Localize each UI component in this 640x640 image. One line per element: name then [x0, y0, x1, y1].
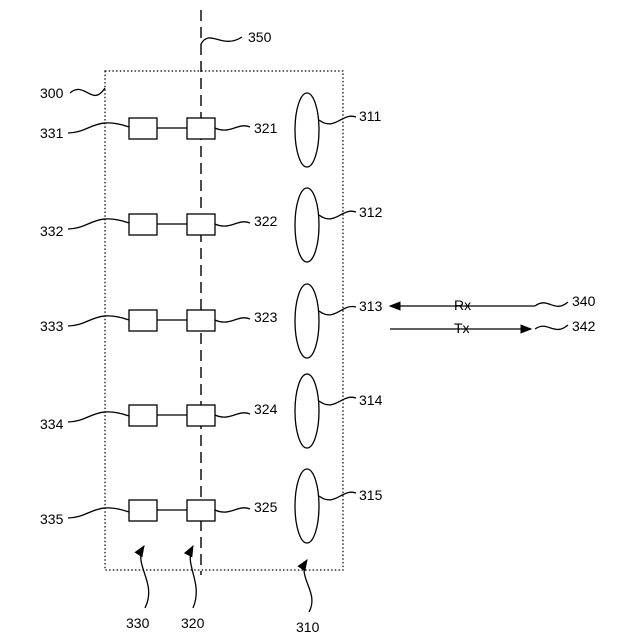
group-label: 320 — [181, 615, 205, 631]
mid-box — [187, 405, 215, 426]
device-leader — [70, 88, 105, 95]
row-right-label: 312 — [359, 204, 383, 220]
group-label: 310 — [296, 619, 320, 635]
row-left-label: 333 — [40, 318, 64, 334]
element-ellipse — [295, 469, 319, 543]
row-right-label: 314 — [359, 392, 383, 408]
element-ellipse — [295, 188, 319, 262]
row-5: 335 325 315 — [40, 469, 383, 543]
mid-box — [187, 310, 215, 331]
row-left-label: 335 — [40, 511, 64, 527]
row-right-label: 315 — [359, 487, 383, 503]
rx-text: Rx — [454, 297, 471, 313]
left-box — [129, 214, 157, 235]
mid-box — [187, 214, 215, 235]
tx-leader — [535, 325, 568, 329]
row-mid-label: 324 — [254, 401, 278, 417]
row-1: 331 321 311 — [40, 93, 382, 167]
row-mid-label: 325 — [254, 499, 278, 515]
element-ellipse — [295, 374, 319, 448]
row-right-label: 313 — [359, 298, 383, 314]
element-rows: 331 321 311 332 322 312 333 — [40, 93, 383, 543]
left-box — [129, 405, 157, 426]
rx-label: 340 — [572, 293, 596, 309]
row-right-label: 311 — [359, 108, 382, 124]
tx-label: 342 — [572, 318, 596, 334]
left-box — [129, 118, 157, 139]
axis-leader — [201, 37, 242, 44]
element-ellipse — [295, 93, 319, 167]
mid-box — [187, 500, 215, 521]
row-mid-label: 323 — [254, 309, 278, 325]
row-left-label: 331 — [40, 125, 64, 141]
row-4: 334 324 314 — [40, 374, 383, 448]
row-left-label: 332 — [40, 223, 64, 239]
group-label: 330 — [126, 615, 150, 631]
left-box — [129, 500, 157, 521]
tx-text: Tx — [454, 320, 470, 336]
axis-label: 350 — [248, 29, 272, 45]
group-330: 330 — [126, 546, 150, 631]
left-box — [129, 310, 157, 331]
device-label: 300 — [40, 85, 64, 101]
row-mid-label: 322 — [254, 213, 278, 229]
row-3: 333 323 313 — [40, 284, 383, 358]
element-ellipse — [295, 284, 319, 358]
row-left-label: 334 — [40, 416, 64, 432]
row-2: 332 322 312 — [40, 188, 383, 262]
row-mid-label: 321 — [254, 120, 278, 136]
rx-leader — [535, 302, 568, 306]
group-310: 310 — [296, 560, 320, 635]
mid-box — [187, 118, 215, 139]
